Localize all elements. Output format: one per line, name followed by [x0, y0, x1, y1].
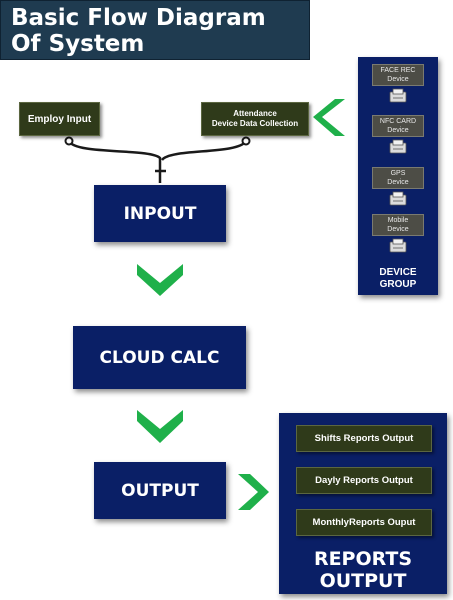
device-nfc-card-line2: Device [387, 127, 409, 134]
attendance-box: Attendance Device Data Collection [201, 102, 309, 136]
cloud-calc-block: CLOUD CALC [73, 326, 246, 389]
arrow-left-icon [313, 99, 345, 136]
device-group-label-line2: GROUP [379, 279, 417, 290]
attendance-label-line2: Device Data Collection [211, 119, 299, 128]
device-face-rec-line1: FACE REC [380, 67, 416, 74]
device-face-rec: FACE REC Device [372, 64, 424, 86]
device-group-label: DEVICE GROUP [358, 267, 438, 291]
device-mobile-line1: Mobile [387, 217, 409, 224]
device-gps: GPS Device [372, 167, 424, 189]
card-reader-icon [389, 238, 407, 253]
inpout-label: INPOUT [123, 203, 197, 224]
device-face-rec-line2: Device [387, 76, 409, 83]
connector-node-left [64, 136, 74, 146]
attendance-label-line1: Attendance [233, 109, 277, 118]
diagram-title: Basic Flow Diagram Of System [0, 0, 310, 60]
output-label: OUTPUT [121, 480, 199, 501]
card-reader-icon [389, 191, 407, 206]
device-group-panel: FACE REC Device NFC CARD Device GPS Devi… [358, 57, 438, 295]
output-block: OUTPUT [94, 462, 226, 519]
reports-output-panel: Shifts Reports Output Dayly Reports Outp… [279, 413, 447, 594]
card-reader-icon [389, 88, 407, 103]
report-shifts: Shifts Reports Output [296, 425, 432, 452]
reports-label-line2: OUTPUT [319, 570, 407, 592]
device-nfc-card: NFC CARD Device [372, 115, 424, 137]
inpout-block: INPOUT [94, 185, 226, 242]
report-daily-label: Dayly Reports Output [315, 475, 413, 486]
connector-node-right [241, 136, 251, 146]
report-monthly-label: MonthlyReports Ouput [312, 517, 416, 528]
arrow-down-icon-1 [137, 264, 183, 296]
report-daily: Dayly Reports Output [296, 467, 432, 494]
device-nfc-card-line1: NFC CARD [379, 118, 417, 125]
device-mobile-line2: Device [387, 226, 409, 233]
arrow-down-icon-2 [137, 410, 183, 443]
employ-input-label: Employ Input [27, 113, 92, 125]
card-reader-icon [389, 139, 407, 154]
employ-input-box: Employ Input [19, 102, 100, 136]
device-gps-line2: Device [387, 179, 409, 186]
device-gps-line1: GPS [390, 170, 406, 177]
report-monthly: MonthlyReports Ouput [296, 509, 432, 536]
cloud-calc-label: CLOUD CALC [99, 347, 220, 368]
input-connector [67, 140, 248, 183]
report-shifts-label: Shifts Reports Output [314, 433, 414, 444]
reports-label-line1: REPORTS [313, 548, 413, 570]
arrow-right-icon [238, 474, 269, 510]
device-group-label-line1: DEVICE [379, 267, 417, 278]
title-line-2: Of System [11, 31, 145, 57]
device-mobile: Mobile Device [372, 214, 424, 236]
title-line-1: Basic Flow Diagram [11, 5, 266, 31]
reports-output-label: REPORTS OUTPUT [279, 548, 447, 592]
